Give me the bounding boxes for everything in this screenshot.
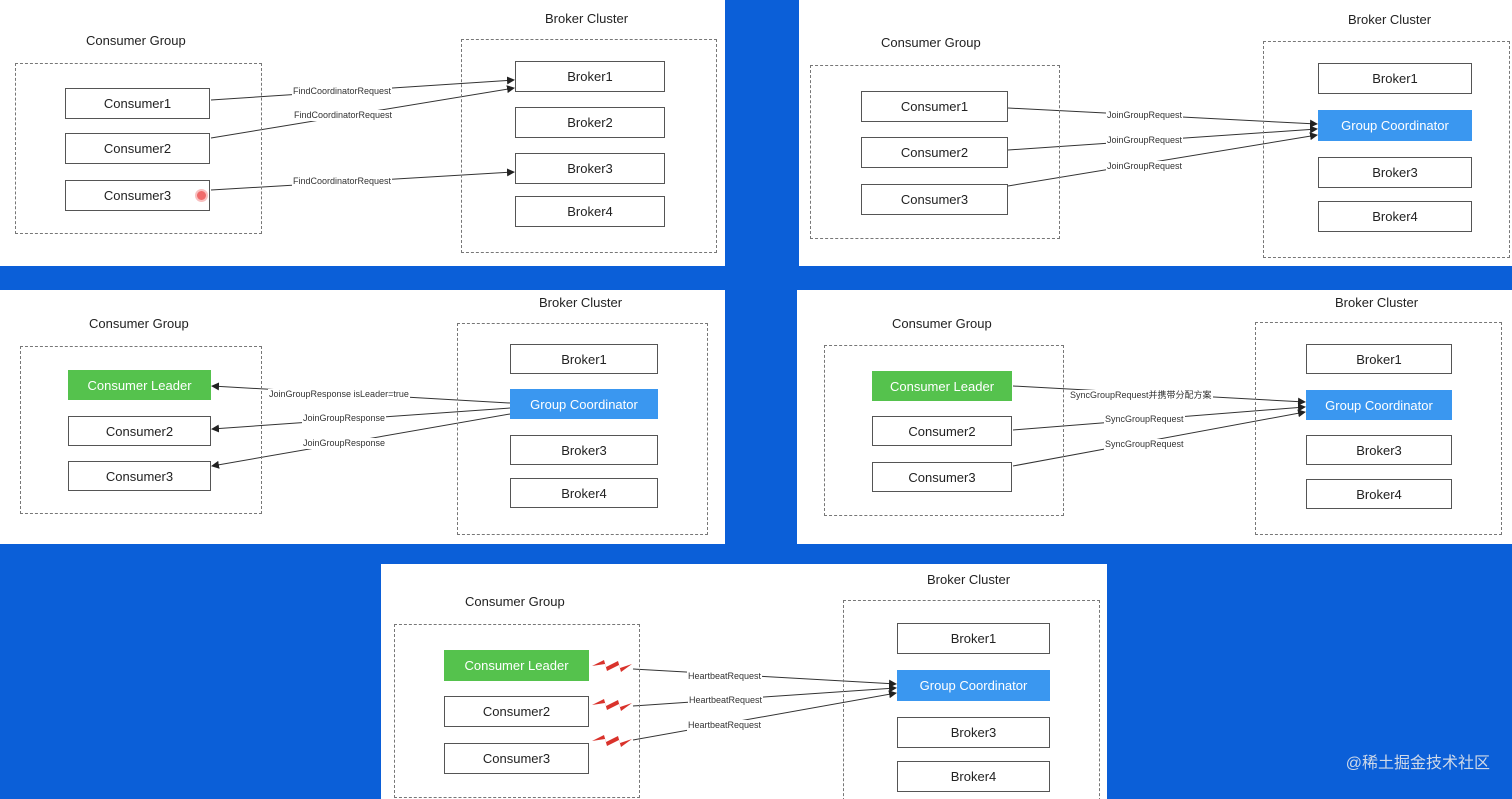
consumer-leader: Consumer Leader xyxy=(444,650,589,681)
consumer-2: Consumer2 xyxy=(68,416,211,446)
consumer-group-region xyxy=(810,65,1060,239)
consumer-leader: Consumer Leader xyxy=(68,370,211,400)
arrow-label: FindCoordinatorRequest xyxy=(293,110,394,121)
consumer-3: Consumer3 xyxy=(872,462,1012,492)
broker-cluster-region xyxy=(1263,41,1510,258)
broker-4: Broker4 xyxy=(1306,479,1452,509)
broker-cluster-region xyxy=(843,600,1100,799)
broker-cluster-title: Broker Cluster xyxy=(1348,12,1432,27)
broker-cluster-region xyxy=(457,323,708,535)
heartbeat-lightning-icon xyxy=(592,735,632,747)
group-coordinator: Group Coordinator xyxy=(897,670,1050,701)
mouse-cursor-icon xyxy=(195,189,208,202)
consumer-group-region xyxy=(20,346,262,514)
arrow-label: JoinGroupRequest xyxy=(1106,161,1184,172)
consumer-1: Consumer1 xyxy=(861,91,1008,122)
broker-3: Broker3 xyxy=(1318,157,1472,188)
heartbeat-lightning-icon xyxy=(592,699,632,711)
group-coordinator: Group Coordinator xyxy=(1318,110,1472,141)
arrow-label: HeartbeatRequest xyxy=(687,671,763,682)
consumer-2: Consumer2 xyxy=(872,416,1012,446)
broker-1: Broker1 xyxy=(510,344,658,374)
group-coordinator: Group Coordinator xyxy=(510,389,658,419)
broker-3: Broker3 xyxy=(897,717,1050,748)
arrow-label: HeartbeatRequest xyxy=(687,720,763,731)
arrow-consumer2-coordinator xyxy=(632,684,897,707)
arrows-layer xyxy=(632,668,897,741)
broker-4: Broker4 xyxy=(1318,201,1472,232)
broker-cluster-title: Broker Cluster xyxy=(1335,295,1419,310)
consumer-group-region xyxy=(394,624,640,798)
arrow-label: FindCoordinatorRequest xyxy=(292,86,393,97)
broker-1: Broker1 xyxy=(897,623,1050,654)
broker-cluster-title: Broker Cluster xyxy=(927,572,1011,587)
consumer-3: Consumer3 xyxy=(861,184,1008,215)
broker-4: Broker4 xyxy=(510,478,658,508)
broker-3: Broker3 xyxy=(515,153,665,184)
consumer-2: Consumer2 xyxy=(65,133,210,164)
broker-cluster-title: Broker Cluster xyxy=(545,11,629,26)
consumer-group-region xyxy=(824,345,1064,516)
watermark: @稀土掘金技术社区 xyxy=(1345,755,1490,772)
broker-cluster-region xyxy=(1255,322,1502,535)
broker-cluster-title: Broker Cluster xyxy=(539,295,623,310)
arrow-label: SyncGroupRequest xyxy=(1104,414,1185,425)
broker-4: Broker4 xyxy=(515,196,665,227)
arrow-label: HeartbeatRequest xyxy=(688,695,764,706)
arrow-label: SyncGroupRequest xyxy=(1104,439,1185,450)
consumer-group-title: Consumer Group xyxy=(465,594,565,609)
arrow-consumer3-coordinator xyxy=(632,690,897,741)
consumer-group-region xyxy=(15,63,262,234)
panel-find-coordinator: Consumer Group Broker Cluster Consumer1 … xyxy=(0,0,725,266)
broker-4: Broker4 xyxy=(897,761,1050,792)
arrow-label: JoinGroupResponse xyxy=(302,438,387,449)
consumer-2: Consumer2 xyxy=(861,137,1008,168)
arrow-label: JoinGroupRequest xyxy=(1106,135,1184,146)
broker-3: Broker3 xyxy=(510,435,658,465)
arrow-label: JoinGroupResponse xyxy=(302,413,387,424)
consumer-3: Consumer3 xyxy=(68,461,211,491)
consumer-group-title: Consumer Group xyxy=(89,316,189,331)
arrow-label: SyncGroupRequest并携带分配方案 xyxy=(1069,390,1213,401)
panel-sync-group-request: Consumer Group Broker Cluster Consumer L… xyxy=(797,290,1512,544)
arrow-label: FindCoordinatorRequest xyxy=(292,176,393,187)
group-coordinator: Group Coordinator xyxy=(1306,390,1452,420)
consumer-2: Consumer2 xyxy=(444,696,589,727)
broker-1: Broker1 xyxy=(1318,63,1472,94)
heartbeat-lightning-icon xyxy=(592,660,632,672)
arrow-leader-coordinator xyxy=(632,668,897,688)
broker-1: Broker1 xyxy=(1306,344,1452,374)
consumer-3: Consumer3 xyxy=(65,180,210,211)
broker-2: Broker2 xyxy=(515,107,665,138)
panel-join-group-request: Consumer Group Broker Cluster Consumer1 … xyxy=(799,0,1512,266)
consumer-group-title: Consumer Group xyxy=(86,33,186,48)
consumer-3: Consumer3 xyxy=(444,743,589,774)
consumer-group-title: Consumer Group xyxy=(881,35,981,50)
broker-1: Broker1 xyxy=(515,61,665,92)
consumer-leader: Consumer Leader xyxy=(872,371,1012,401)
panel-join-group-response: Consumer Group Broker Cluster Consumer L… xyxy=(0,290,725,544)
consumer-1: Consumer1 xyxy=(65,88,210,119)
panel-heartbeat-request: Consumer Group Broker Cluster Consumer L… xyxy=(381,564,1107,799)
arrow-label: JoinGroupResponse isLeader=true xyxy=(268,389,410,400)
broker-cluster-region xyxy=(461,39,717,253)
broker-3: Broker3 xyxy=(1306,435,1452,465)
consumer-group-title: Consumer Group xyxy=(892,316,992,331)
arrow-label: JoinGroupRequest xyxy=(1106,110,1184,121)
